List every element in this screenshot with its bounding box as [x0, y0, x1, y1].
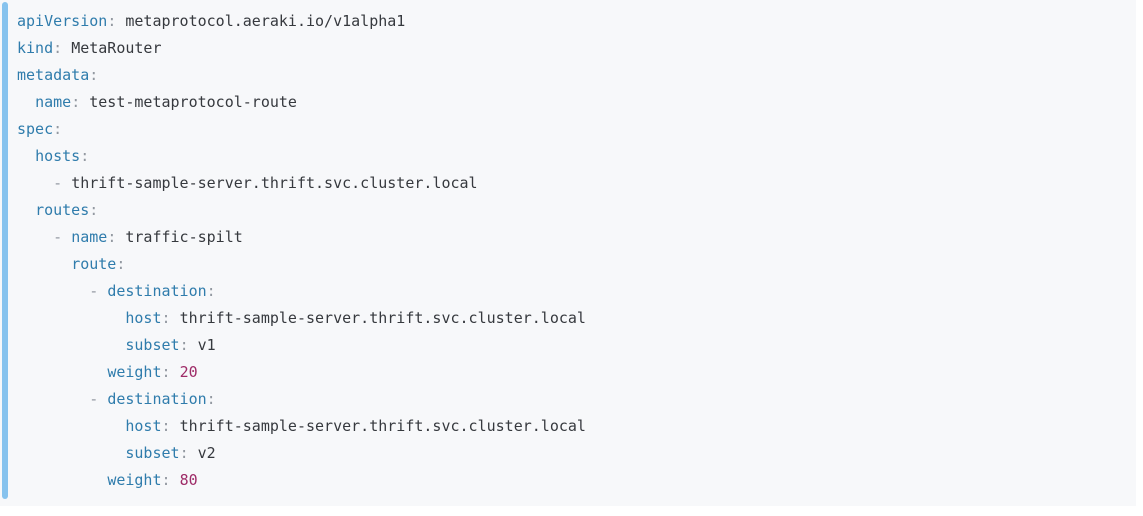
- code-token-number: 20: [179, 363, 198, 381]
- code-token-punct: :: [107, 12, 126, 30]
- code-token-plain: [17, 147, 35, 165]
- code-token-key: name: [35, 93, 72, 111]
- code-token-plain: [17, 471, 107, 489]
- code-token-punct: -: [89, 390, 108, 408]
- code-token-key: subset: [125, 336, 180, 354]
- code-line: - name: traffic-spilt: [17, 224, 1126, 251]
- code-token-value: traffic-spilt: [125, 228, 243, 246]
- code-token-plain: [17, 336, 125, 354]
- code-token-value: v2: [197, 444, 216, 462]
- code-line: - destination:: [17, 278, 1126, 305]
- code-token-key: kind: [17, 39, 54, 57]
- code-line: host: thrift-sample-server.thrift.svc.cl…: [17, 413, 1126, 440]
- code-line: subset: v2: [17, 440, 1126, 467]
- code-token-punct: :: [161, 417, 180, 435]
- code-line: weight: 20: [17, 359, 1126, 386]
- code-token-punct: :: [161, 363, 180, 381]
- code-token-key: spec: [17, 120, 54, 138]
- code-token-plain: [17, 255, 71, 273]
- code-line: hosts:: [17, 143, 1126, 170]
- code-line: kind: MetaRouter: [17, 35, 1126, 62]
- code-token-plain: [17, 444, 125, 462]
- code-token-key: destination: [107, 390, 207, 408]
- code-token-value: thrift-sample-server.thrift.svc.cluster.…: [179, 417, 586, 435]
- code-token-punct: :: [206, 282, 216, 300]
- code-line: weight: 80: [17, 467, 1126, 494]
- code-token-plain: [17, 282, 89, 300]
- code-token-key: host: [125, 309, 162, 327]
- code-token-key: subset: [125, 444, 180, 462]
- code-token-value: thrift-sample-server.thrift.svc.cluster.…: [71, 174, 478, 192]
- code-token-punct: :: [53, 120, 63, 138]
- code-token-punct: :: [71, 93, 90, 111]
- code-token-key: weight: [107, 363, 162, 381]
- code-token-number: 80: [179, 471, 198, 489]
- code-token-value: v1: [197, 336, 216, 354]
- code-token-punct: :: [179, 444, 198, 462]
- code-accent-bar: [2, 2, 8, 499]
- code-token-punct: :: [80, 147, 90, 165]
- code-token-key: host: [125, 417, 162, 435]
- code-token-punct: :: [161, 471, 180, 489]
- yaml-code-block: apiVersion: metaprotocol.aeraki.io/v1alp…: [2, 2, 1126, 499]
- code-line: host: thrift-sample-server.thrift.svc.cl…: [17, 305, 1126, 332]
- code-token-plain: [17, 93, 35, 111]
- code-line: name: test-metaprotocol-route: [17, 89, 1126, 116]
- code-token-key: route: [71, 255, 117, 273]
- code-token-key: apiVersion: [17, 12, 108, 30]
- code-token-punct: :: [206, 390, 216, 408]
- code-token-key: metadata: [17, 66, 90, 84]
- code-token-punct: -: [89, 282, 108, 300]
- code-token-plain: [17, 390, 89, 408]
- code-line: metadata:: [17, 62, 1126, 89]
- code-token-value: test-metaprotocol-route: [89, 93, 297, 111]
- code-token-punct: :: [107, 228, 126, 246]
- code-token-key: hosts: [35, 147, 81, 165]
- code-token-key: routes: [35, 201, 90, 219]
- code-token-plain: [17, 309, 125, 327]
- code-token-plain: [17, 228, 53, 246]
- code-token-key: name: [71, 228, 108, 246]
- code-token-plain: [17, 417, 125, 435]
- code-token-punct: :: [161, 309, 180, 327]
- code-token-punct: :: [89, 66, 99, 84]
- code-line: routes:: [17, 197, 1126, 224]
- code-line: spec:: [17, 116, 1126, 143]
- code-token-punct: :: [53, 39, 72, 57]
- yaml-code: apiVersion: metaprotocol.aeraki.io/v1alp…: [17, 8, 1126, 494]
- code-token-plain: [17, 363, 107, 381]
- code-token-punct: -: [53, 228, 72, 246]
- code-line: - destination:: [17, 386, 1126, 413]
- code-token-punct: :: [89, 201, 99, 219]
- code-token-key: weight: [107, 471, 162, 489]
- code-line: - thrift-sample-server.thrift.svc.cluste…: [17, 170, 1126, 197]
- code-token-plain: [17, 201, 35, 219]
- code-line: subset: v1: [17, 332, 1126, 359]
- code-token-punct: :: [116, 255, 126, 273]
- code-token-value: thrift-sample-server.thrift.svc.cluster.…: [179, 309, 586, 327]
- code-token-plain: [17, 174, 53, 192]
- code-line: route:: [17, 251, 1126, 278]
- code-token-punct: :: [179, 336, 198, 354]
- code-token-punct: -: [53, 174, 72, 192]
- code-token-value: MetaRouter: [71, 39, 162, 57]
- code-line: apiVersion: metaprotocol.aeraki.io/v1alp…: [17, 8, 1126, 35]
- code-token-key: destination: [107, 282, 207, 300]
- code-token-value: metaprotocol.aeraki.io/v1alpha1: [125, 12, 406, 30]
